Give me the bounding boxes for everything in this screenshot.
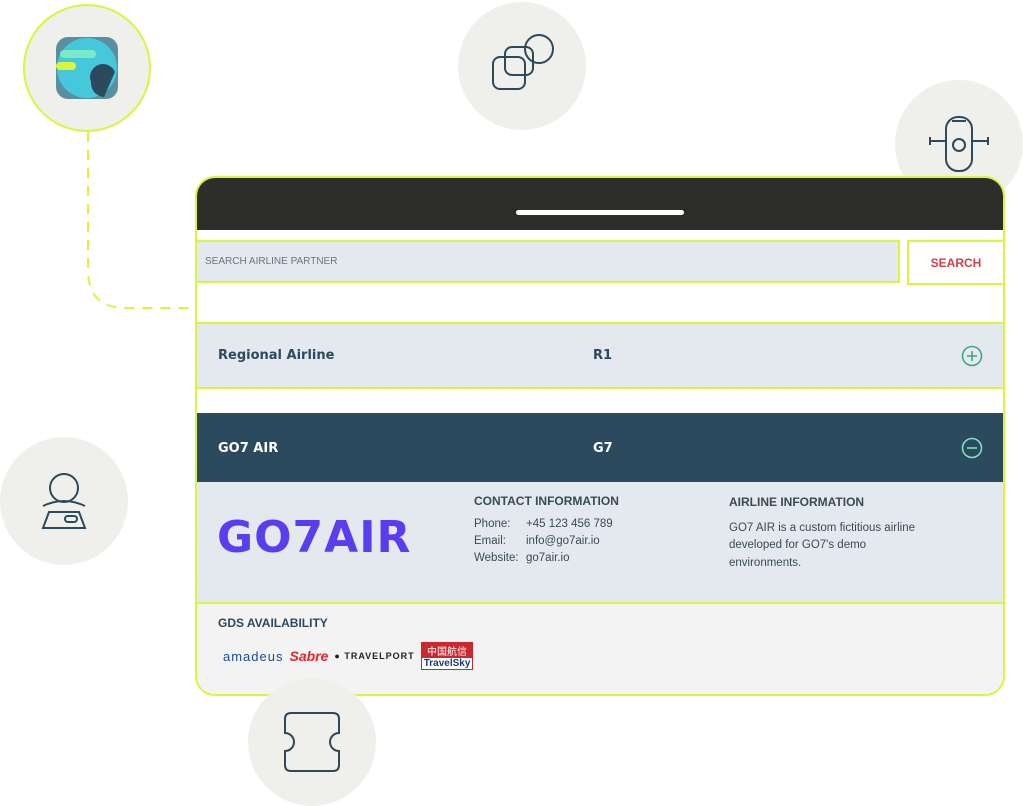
app-icon-circle [23, 4, 151, 132]
connector-line [87, 132, 196, 309]
airline-code: G7 [593, 440, 613, 456]
overlap-squares-icon [492, 34, 554, 90]
search-input[interactable]: SEARCH AIRLINE PARTNER [197, 240, 900, 283]
airline-row[interactable]: GO7 AIR G7 [197, 413, 1003, 483]
device-top-bar [197, 178, 1003, 230]
airline-logo: GO7AIR [217, 512, 412, 563]
passenger-icon [41, 473, 87, 529]
email-label: Email: [474, 535, 506, 547]
amadeus-logo: amadeus [223, 648, 284, 664]
travelsky-logo: 中国航信 TravelSky [420, 642, 474, 670]
seat-icon-circle [0, 437, 128, 565]
airline-details: GO7AIR CONTACT INFORMATION Phone: +45 123… [197, 482, 1003, 604]
airline-info-title: AIRLINE INFORMATION [729, 495, 865, 509]
gds-title: GDS AVAILABILITY [218, 616, 328, 630]
layers-icon-circle [458, 2, 586, 130]
plus-circle-icon[interactable] [961, 345, 983, 367]
travelport-text: TRAVELPORT [344, 651, 415, 661]
search-button[interactable]: SEARCH [907, 240, 1003, 285]
airplane-icon [929, 116, 989, 172]
minus-circle-icon[interactable] [961, 437, 983, 459]
airline-information: AIRLINE INFORMATION GO7 AIR is a custom … [729, 494, 929, 572]
ticket-icon-circle [248, 678, 376, 806]
airline-name: GO7 AIR [218, 440, 279, 456]
airline-name: Regional Airline [218, 348, 335, 363]
website-label: Website: [474, 552, 519, 564]
email-value[interactable]: info@go7air.io [526, 535, 600, 547]
airline-info-text: GO7 AIR is a custom fictitious airline d… [729, 521, 915, 569]
website-value[interactable]: go7air.io [526, 552, 570, 564]
contact-title: CONTACT INFORMATION [474, 494, 619, 508]
phone-label: Phone: [474, 518, 511, 530]
travelsky-en: TravelSky [421, 658, 473, 669]
app-logo-icon [56, 37, 118, 99]
drag-handle[interactable] [516, 210, 684, 215]
contact-information: CONTACT INFORMATION Phone: +45 123 456 78… [474, 494, 619, 567]
phone-value: +45 123 456 789 [526, 518, 613, 530]
gds-availability: GDS AVAILABILITY amadeus Sabre ● TRAVELP… [197, 604, 1003, 694]
airline-code: R1 [593, 348, 613, 363]
airline-partner-panel: SEARCH AIRLINE PARTNER SEARCH Regional A… [195, 176, 1005, 696]
sabre-logo: Sabre [289, 648, 329, 664]
airline-row[interactable]: Regional Airline R1 [197, 322, 1003, 389]
ticket-icon [284, 712, 340, 772]
travelport-logo: ● TRAVELPORT [334, 651, 415, 661]
travelsky-cn: 中国航信 [421, 643, 473, 658]
